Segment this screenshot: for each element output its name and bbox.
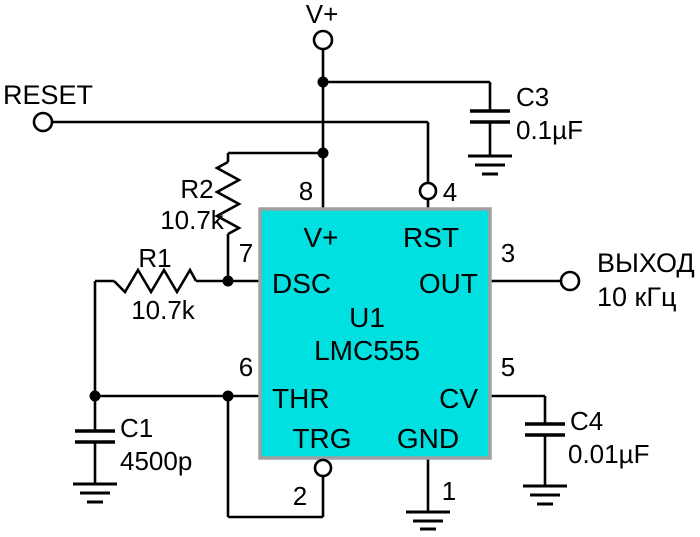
ic-pin-vplus-label: V+ — [303, 222, 338, 253]
junction-dot — [89, 390, 101, 402]
junction-dot — [222, 390, 234, 402]
wire-cv — [490, 394, 547, 486]
wire-r2-branch — [226, 151, 323, 281]
ic-pin-thr-label: THR — [272, 383, 330, 414]
r2-ref-label: R2 — [180, 174, 213, 204]
output-frequency-label: 10 кГц — [597, 282, 676, 312]
r1-value-label: 10.7k — [131, 295, 196, 325]
pin2-number: 2 — [293, 481, 307, 511]
output-name-label: ВЫХОД — [597, 248, 695, 278]
pin8-number: 8 — [299, 176, 313, 206]
pin4-number: 4 — [443, 177, 457, 207]
c3-value-label: 0.1µF — [516, 115, 583, 145]
c4-value-label: 0.01µF — [568, 439, 649, 469]
capacitor-c4-symbol — [525, 422, 565, 437]
resistor-r1-symbol — [113, 267, 198, 295]
pin1-number: 1 — [442, 476, 456, 506]
c1-value-label: 4500p — [120, 446, 192, 476]
vplus-terminal — [312, 29, 334, 51]
capacitor-c3-symbol — [470, 109, 510, 124]
pin3-number: 3 — [501, 238, 515, 268]
c1-ref-label: C1 — [120, 413, 153, 443]
resistor-r2-symbol — [214, 160, 242, 236]
ground-pin1-symbol — [406, 510, 450, 531]
pin7-number: 7 — [239, 238, 253, 268]
ic-part-label: LMC555 — [314, 335, 420, 366]
r1-ref-label: R1 — [138, 243, 171, 273]
reset-label: RESET — [3, 80, 93, 110]
pin5-number: 5 — [501, 352, 515, 382]
ic-body — [258, 207, 492, 460]
c4-ref-label: C4 — [570, 406, 603, 436]
wire-reset — [52, 120, 430, 209]
wire-vplus-rail — [321, 49, 492, 209]
pin6-number: 6 — [239, 352, 253, 382]
ic-pin-out-label: OUT — [419, 268, 478, 299]
ic-ref-label: U1 — [349, 302, 385, 333]
ic-pin-gnd-label: GND — [397, 423, 459, 454]
ic-pin-cv-label: CV — [439, 383, 478, 414]
ic-pin-rst-label: RST — [403, 222, 459, 253]
vplus-label: V+ — [306, 0, 339, 29]
c3-ref-label: C3 — [516, 82, 549, 112]
pin4-terminal — [418, 181, 438, 201]
r2-value-label: 10.7k — [160, 205, 225, 235]
ground-c3-symbol — [468, 154, 512, 176]
capacitor-c1-symbol — [75, 429, 115, 444]
junction-dot — [317, 76, 329, 88]
pin2-terminal — [313, 458, 333, 478]
ground-c4-symbol — [523, 484, 567, 506]
junction-dot — [222, 275, 234, 287]
ground-c1-symbol — [73, 482, 117, 504]
reset-terminal — [32, 111, 54, 133]
ic-pin-trg-label: TRG — [292, 423, 351, 454]
junction-dot — [317, 147, 329, 159]
output-terminal — [559, 270, 581, 292]
ic-pin-dsc-label: DSC — [272, 268, 331, 299]
